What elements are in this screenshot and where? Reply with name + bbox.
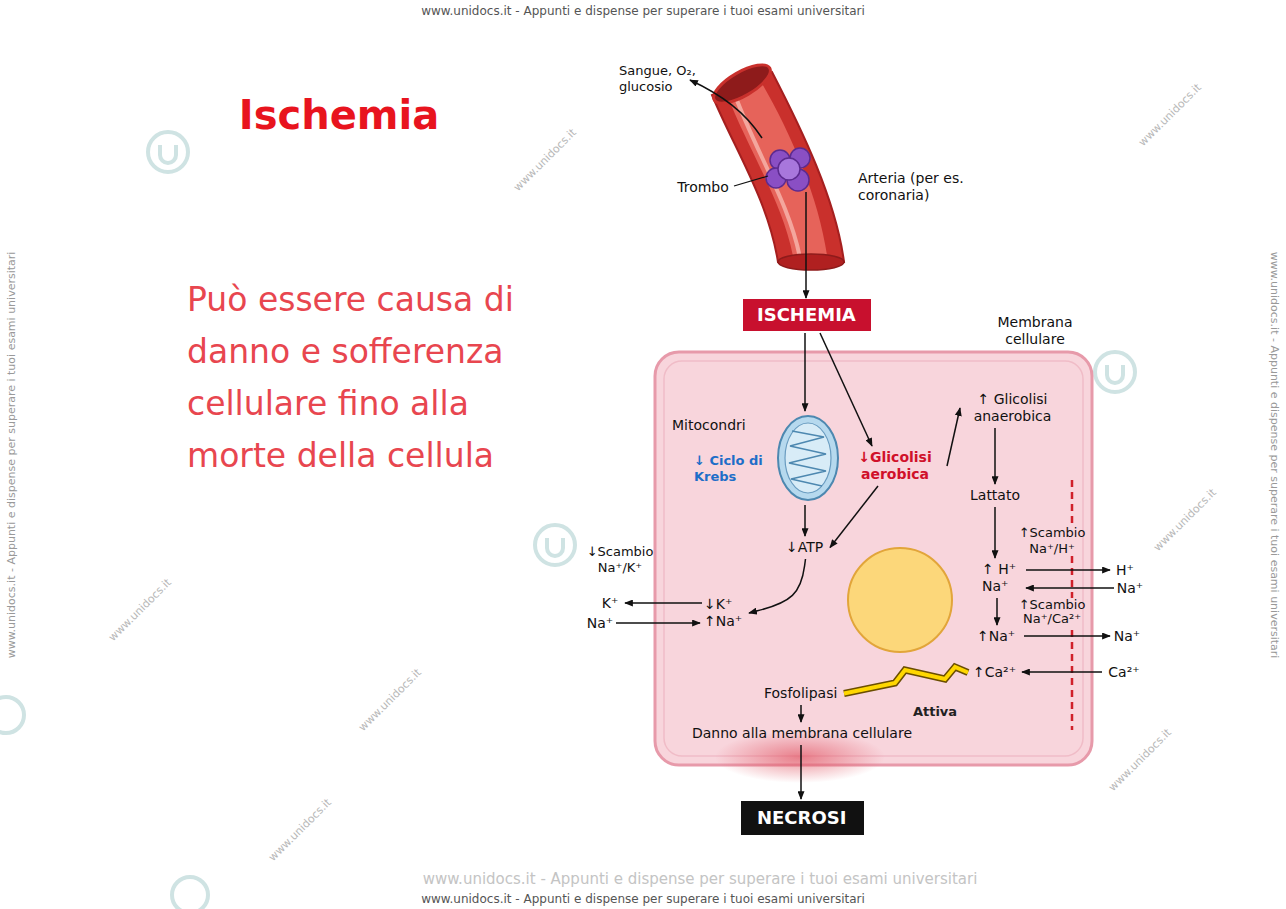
- watermark: www.unidocs.it - Appunti e dispense per …: [421, 892, 865, 906]
- ion-label: Na⁺: [1117, 580, 1143, 597]
- node-text: Na⁺: [982, 578, 1008, 595]
- ion-label: Na⁺: [587, 615, 613, 632]
- watermark: www.unidocs.it: [1106, 726, 1174, 794]
- ion-label: ↑Ca²⁺: [970, 663, 1021, 682]
- arrow-connector: [805, 505, 806, 536]
- ion-label: ↑ H⁺Na⁺: [979, 560, 1021, 596]
- artery: [708, 58, 844, 270]
- callout: Sangue, O₂, glucosio: [619, 63, 711, 94]
- watermark: www.unidocs.it - Appunti e dispense per …: [1267, 252, 1280, 659]
- node-text: Fosfolipasi: [764, 685, 837, 702]
- node-heading: Mitocondri: [672, 417, 772, 434]
- watermark: www.unidocs.it - Appunti e dispense per …: [421, 4, 865, 18]
- enzyme-label: Fosfolipasi: [761, 684, 842, 703]
- watermark: www.unidocs.it: [356, 666, 424, 734]
- watermark: www.unidocs.it: [1136, 81, 1204, 149]
- outcome-box: NECROSI: [741, 801, 864, 835]
- watermark-logos: [0, 132, 1135, 909]
- process-label: ↑ Glicolisi anaerobica: [962, 390, 1064, 426]
- process-label: ↓ATP: [783, 538, 828, 557]
- leader-line: [734, 176, 768, 186]
- ion-label: ↓K⁺↑Na⁺: [701, 595, 747, 631]
- exchanger-label: ↑Scambio Na⁺/Ca²⁺: [1017, 598, 1087, 626]
- ion-label: K⁺: [602, 595, 619, 612]
- watermark: www.unidocs.it: [106, 576, 174, 644]
- exchange-arrows: [616, 570, 1114, 672]
- process-label: ↓Glicolisi aerobica: [846, 448, 945, 484]
- mitochondrion: Mitocondri ↓ Ciclo di Krebs: [668, 413, 840, 503]
- node-text: Danno alla membrana cellulare: [692, 725, 912, 742]
- node-text: ↑ Glicolisi anaerobica: [965, 391, 1060, 425]
- arrow-connector: [995, 507, 996, 558]
- node-text: ↓Glicolisi aerobica: [849, 449, 941, 483]
- callout: Trombo: [677, 179, 729, 196]
- nucleus: [848, 548, 952, 652]
- callout: Arteria (per es. coronaria): [858, 170, 998, 204]
- arrow-connector: [997, 598, 998, 625]
- ion-label: Na⁺: [1114, 628, 1140, 645]
- arrow-connector: [995, 428, 996, 484]
- node-text: ↓ Ciclo di Krebs: [694, 453, 774, 484]
- exchanger-label: ↑Scambio Na⁺/H⁺: [1017, 525, 1087, 556]
- node-text: ↑Ca²⁺: [973, 664, 1016, 681]
- exchanger-label: ↓Scambio Na⁺/K⁺: [580, 544, 660, 575]
- arrow-connector: [749, 559, 806, 613]
- ion-label: H⁺: [1116, 562, 1134, 579]
- process-label: Danno alla membrana cellulare: [689, 724, 917, 743]
- flow-arrow: [805, 192, 807, 298]
- watermark: www.unidocs.it - Appunti e dispense per …: [5, 252, 18, 659]
- node-text: Lattato: [970, 487, 1020, 504]
- ion-label: Ca²⁺: [1108, 664, 1139, 681]
- watermark: www.unidocs.it: [511, 126, 579, 194]
- title: Ischemia: [239, 91, 439, 139]
- node-text: ↓ATP: [786, 539, 823, 556]
- arrow-connector: [830, 486, 878, 548]
- cell-body: [655, 352, 1092, 783]
- lightning-connector: [844, 667, 968, 694]
- alert-box: ISCHEMIA: [743, 299, 871, 331]
- arrow-connector: [947, 408, 960, 466]
- connector-label: Attiva: [913, 704, 957, 720]
- watermark: www.unidocs.it: [266, 796, 334, 864]
- arrow-connector: [805, 333, 806, 411]
- watermark: www.unidocs.it - Appunti e dispense per …: [423, 870, 978, 888]
- node-text: ↓K⁺: [704, 596, 732, 613]
- ion-label: ↑Na⁺: [974, 627, 1020, 646]
- arrow-connector: [801, 705, 802, 722]
- node-text: ↑Na⁺: [977, 628, 1015, 645]
- node-text: ↑Na⁺: [704, 613, 742, 630]
- node-heading: Membrana cellulare: [985, 314, 1085, 348]
- node-text: ↑ H⁺: [982, 561, 1016, 578]
- blood-flow-arrow: [690, 80, 762, 138]
- arrow-connector: [801, 745, 802, 799]
- cell: Membrana cellulareMitocondri ↓ Ciclo di K…: [655, 314, 1092, 765]
- watermark: www.unidocs.it: [1151, 486, 1219, 554]
- node-text: ISCHEMIA: [757, 304, 856, 326]
- thrombus: [766, 148, 810, 191]
- node-text: NECROSI: [757, 807, 846, 829]
- process-label: Lattato: [967, 486, 1024, 505]
- description-text: Può essere causa di danno e sofferenza c…: [187, 274, 517, 482]
